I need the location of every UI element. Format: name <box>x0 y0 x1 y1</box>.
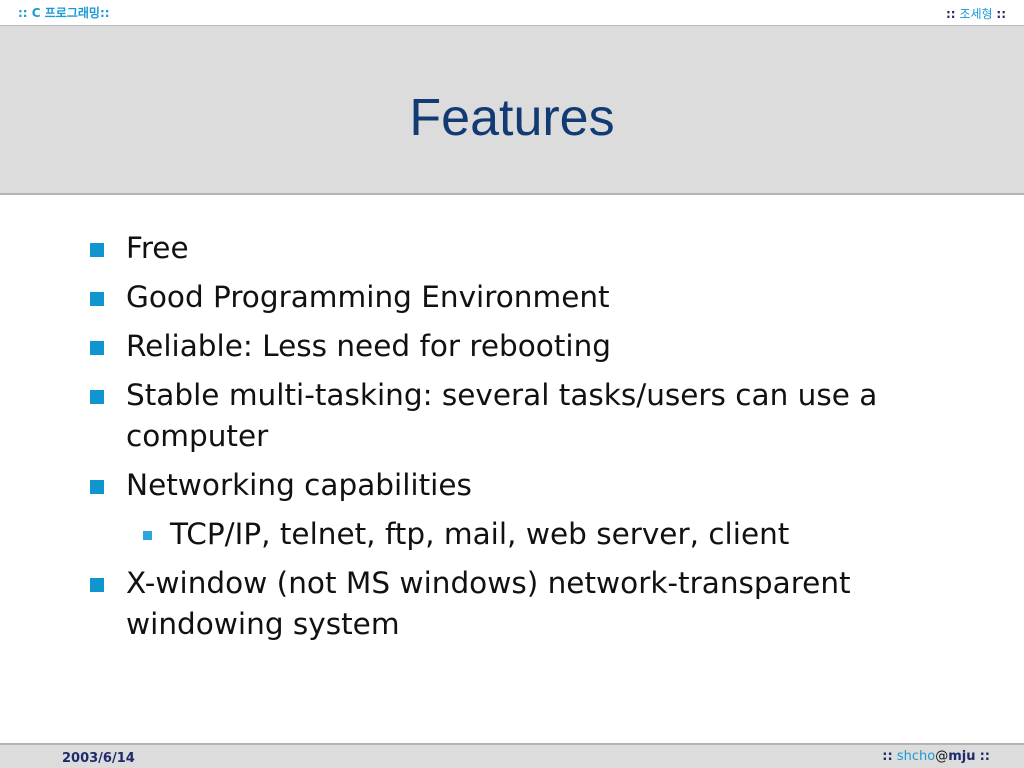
list-item: Reliable: Less need for rebooting <box>88 326 928 367</box>
square-bullet-icon <box>90 480 104 494</box>
square-bullet-icon <box>90 578 104 592</box>
small-square-bullet-icon <box>143 531 152 540</box>
course-title: :: C 프로그래밍:: <box>18 6 110 20</box>
author-suffix: :: <box>996 7 1006 21</box>
list-item: Good Programming Environment <box>88 277 928 318</box>
square-bullet-icon <box>90 341 104 355</box>
sub-list-item-text: TCP/IP, telnet, ftp, mail, web server, c… <box>170 517 790 551</box>
contact-at: @ <box>935 749 949 764</box>
list-item: Networking capabilities <box>88 465 928 506</box>
contact-user: shcho <box>896 749 936 764</box>
title-band <box>0 26 1024 195</box>
list-item: Stable multi-tasking: several tasks/user… <box>88 375 928 457</box>
square-bullet-icon <box>90 243 104 257</box>
list-item-text: Good Programming Environment <box>126 280 610 314</box>
bullet-list: Free Good Programming Environment Reliab… <box>88 228 928 653</box>
author-prefix: :: <box>946 7 956 21</box>
list-item-text: Networking capabilities <box>126 468 472 502</box>
list-item-text: Reliable: Less need for rebooting <box>126 329 612 363</box>
list-item-text: Stable multi-tasking: several tasks/user… <box>126 378 878 453</box>
list-item: Free <box>88 228 928 269</box>
square-bullet-icon <box>90 292 104 306</box>
slide-title: Features <box>409 89 615 147</box>
contact-suffix: :: <box>979 749 990 764</box>
sub-list-item: TCP/IP, telnet, ftp, mail, web server, c… <box>88 514 928 555</box>
footer-contact: :: shcho@mju :: <box>882 749 990 764</box>
list-item-text: Free <box>126 231 189 265</box>
author-name: 조세형 <box>959 7 993 21</box>
list-item-text: X-window (not MS windows) network-transp… <box>126 566 851 641</box>
author-label: :: 조세형 :: <box>946 5 1006 22</box>
contact-prefix: :: <box>882 749 893 764</box>
footer-bar: 2003/6/14 :: shcho@mju :: <box>0 743 1024 768</box>
square-bullet-icon <box>90 390 104 404</box>
contact-host: mju <box>948 749 976 764</box>
footer-date: 2003/6/14 <box>62 751 135 766</box>
list-item: X-window (not MS windows) network-transp… <box>88 563 928 645</box>
top-bar: :: C 프로그래밍:: :: 조세형 :: <box>0 0 1024 26</box>
